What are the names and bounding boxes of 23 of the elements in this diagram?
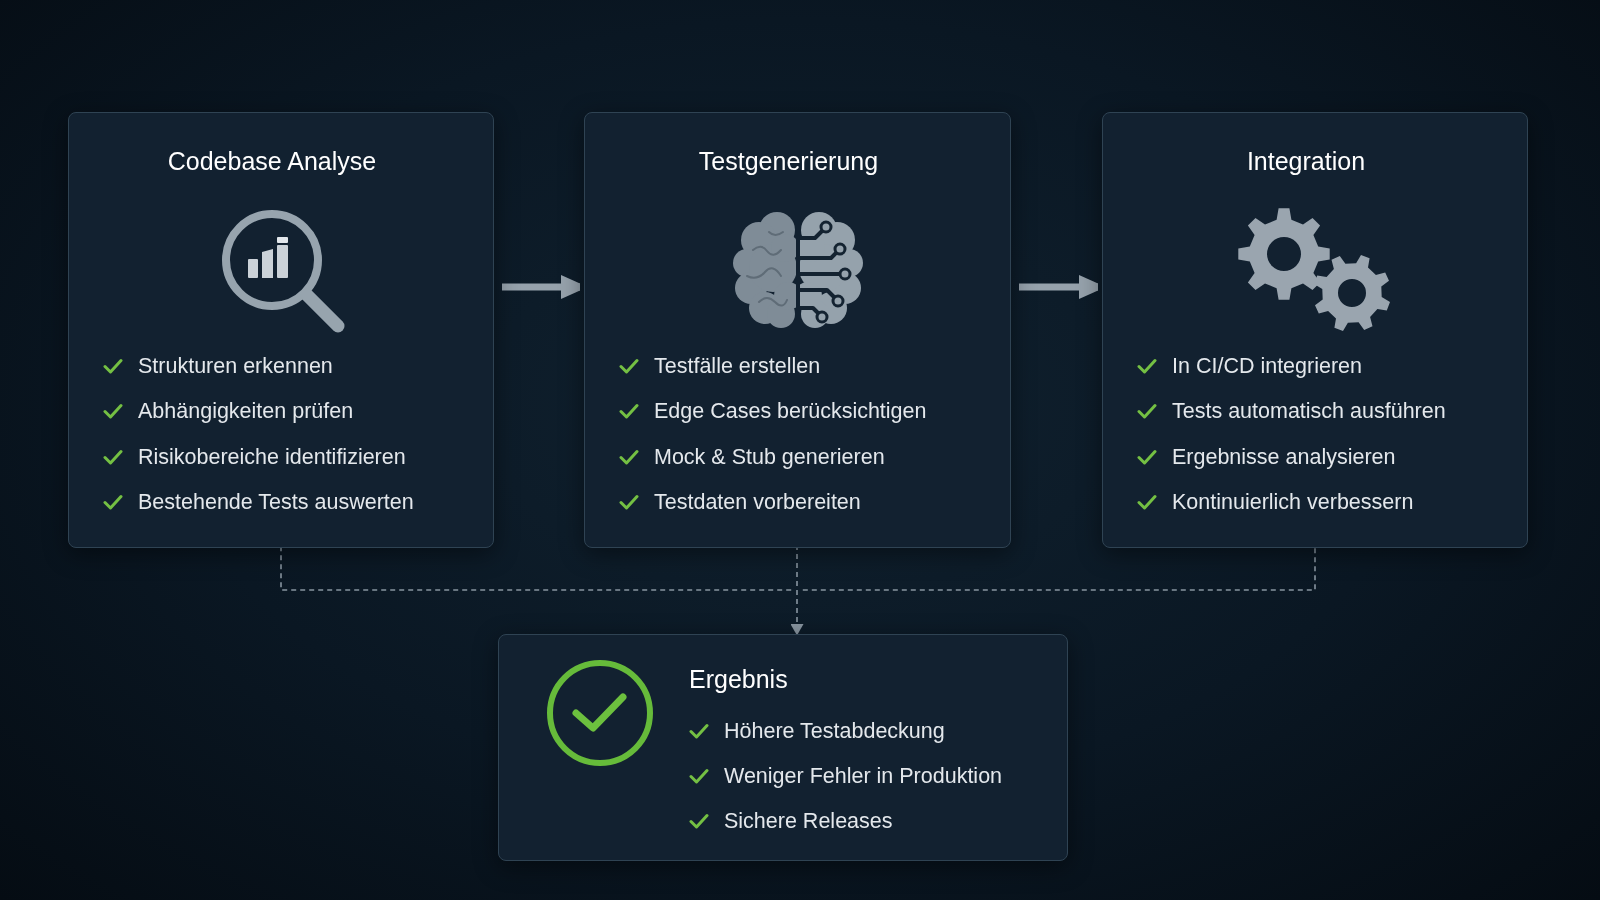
checklist-item: Tests automatisch ausführen [1172,398,1446,426]
step-title: Codebase Analyse [167,146,377,177]
checklist-item: Mock & Stub generieren [654,443,885,471]
step-card [1102,112,1528,548]
checklist-item: In CI/CD integrieren [1172,352,1362,380]
checklist-item: Kontinuierlich verbessern [1172,489,1414,517]
checklist-item: Höhere Testabdeckung [724,717,945,745]
checklist-item: Sichere Releases [724,807,893,835]
checklist-item: Testfälle erstellen [654,352,821,380]
result-title: Ergebnis [689,664,788,695]
checklist-item: Edge Cases berücksichtigen [654,398,927,426]
checklist-item: Abhängigkeiten prüfen [138,398,354,426]
step-card [584,112,1011,548]
checklist-item: Weniger Fehler in Produktion [724,762,1003,790]
checklist-item: Testdaten vorbereiten [654,489,861,517]
step-card [68,112,494,548]
checklist-item: Risikobereiche identifizieren [138,443,406,471]
step-title: Testgenerierung [698,146,879,177]
step-title: Integration [1246,146,1366,177]
checklist-item: Bestehende Tests auswerten [138,489,414,517]
checklist-item: Strukturen erkennen [138,352,333,380]
result-card [498,634,1068,861]
checklist-item: Ergebnisse analysieren [1172,443,1396,471]
